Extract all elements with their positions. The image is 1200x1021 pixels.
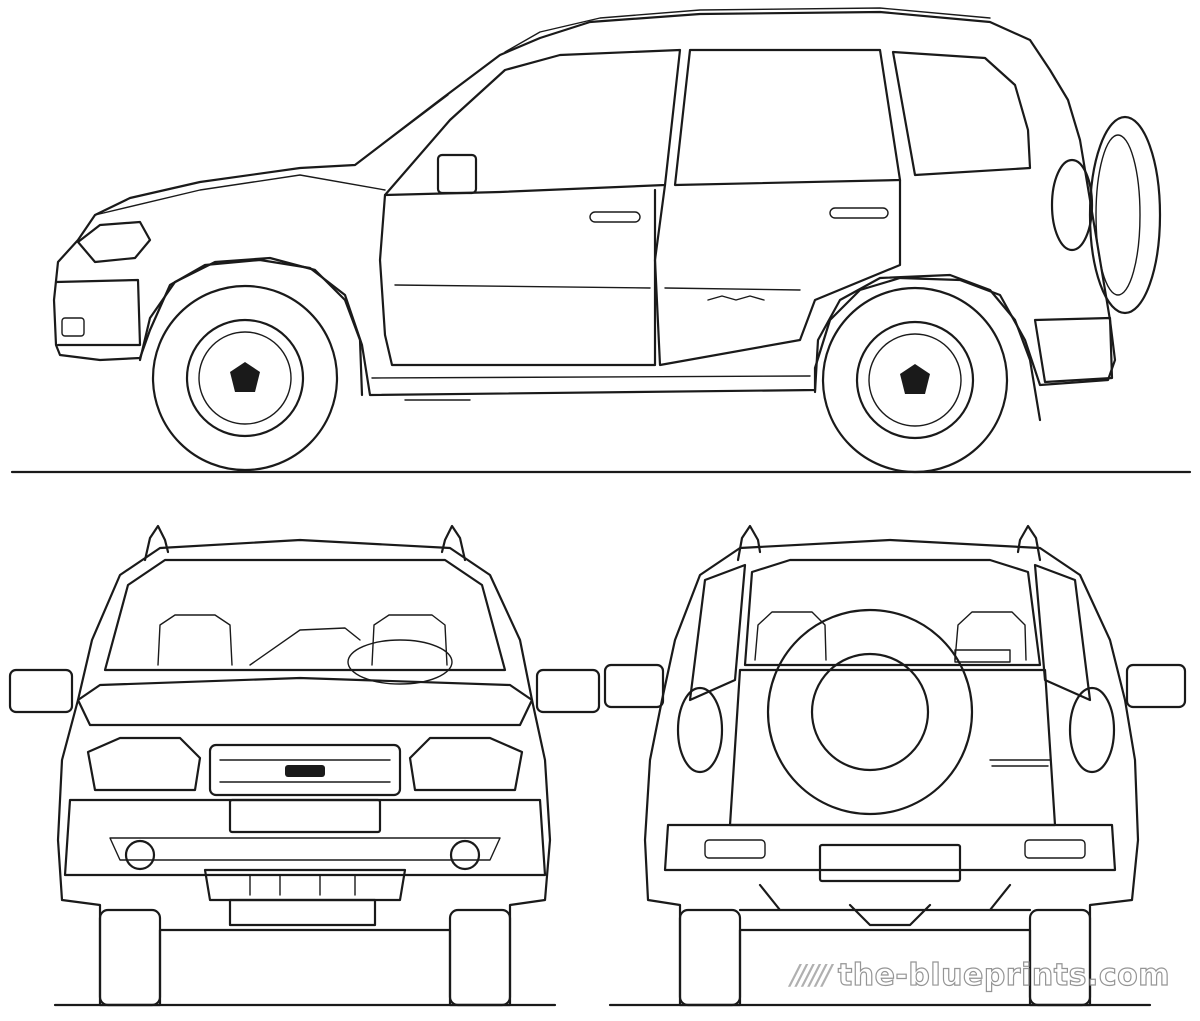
side-hood-line [94, 174, 386, 216]
rear-view [603, 524, 1187, 1007]
front-lower-grille [109, 837, 501, 861]
side-front-wheel [151, 284, 339, 472]
front-dashboard [249, 627, 361, 666]
side-quarter-window [891, 50, 1032, 177]
rear-reflector-right [1024, 839, 1086, 859]
rear-tail-light-right [1068, 686, 1116, 774]
side-roof-rail [504, 7, 991, 53]
front-fog-light-right [449, 839, 481, 871]
front-headlight-right [408, 736, 524, 792]
front-roof-rail-right [440, 524, 467, 562]
watermark-dashes: ////// [790, 958, 832, 991]
front-grille [208, 743, 402, 797]
rear-license-plate [818, 843, 962, 883]
side-rear-bumper [1033, 316, 1114, 384]
front-mirror-right [535, 668, 601, 714]
rear-reflector-left [704, 839, 766, 859]
side-rocker [371, 375, 811, 401]
watermark-text: the-blueprints.com [837, 957, 1170, 993]
side-fog-light [61, 317, 85, 337]
front-grille-slats [219, 759, 391, 783]
rear-roof-rail-right [1016, 524, 1042, 562]
side-front-wheel-arch [138, 256, 364, 397]
side-tail-light [1050, 158, 1094, 252]
front-tow-plate [228, 898, 377, 927]
side-spare-tire-inner [1095, 134, 1141, 296]
side-spare-tire [1088, 115, 1162, 315]
side-view [10, 7, 1192, 474]
front-windshield [103, 558, 507, 672]
side-rear-door [653, 178, 902, 367]
side-rear-wheel-arch [813, 273, 1042, 422]
rear-tail-light-left [676, 686, 724, 774]
rear-seat-right [954, 611, 1027, 661]
front-mirror-left [8, 668, 74, 714]
rear-mirror-right [1125, 663, 1187, 709]
front-seat-right [371, 614, 448, 666]
front-steering-wheel [347, 639, 453, 685]
rear-mirror-left [603, 663, 665, 709]
rear-tailgate [728, 668, 1057, 827]
rear-bumper [663, 823, 1117, 872]
rear-spare-tire [766, 608, 974, 816]
rear-spare-tire-hub [810, 652, 930, 772]
rear-body-outline [643, 538, 1140, 1007]
front-tire-right [448, 908, 512, 1007]
rear-axle [738, 883, 1032, 927]
front-roof-rail-left [143, 524, 170, 562]
side-front-door [378, 188, 657, 367]
side-rear-door-window [673, 48, 902, 187]
front-headlight-left [86, 736, 202, 792]
front-skid-plate [203, 868, 407, 902]
front-bumper [63, 798, 547, 877]
front-badge [285, 765, 325, 777]
front-skid-slots [249, 874, 356, 896]
rear-roof-rail-left [736, 524, 762, 562]
front-seat-left [157, 614, 233, 666]
front-license-plate [228, 798, 382, 834]
rear-window [743, 558, 1042, 667]
side-mirror [436, 153, 478, 195]
side-rear-door-handle [829, 207, 889, 219]
side-rear-wheel [821, 286, 1009, 474]
front-view [8, 524, 601, 1007]
side-body-outline [52, 10, 1117, 397]
side-molding [394, 284, 801, 291]
front-hood [76, 676, 534, 727]
front-fog-light-left [124, 839, 156, 871]
side-front-door-handle [589, 211, 641, 223]
rear-emblem [989, 759, 1051, 767]
rear-tire-left [678, 908, 742, 1007]
rear-side-glass-left [688, 563, 747, 702]
front-tire-left [98, 908, 162, 1007]
side-front-bumper [54, 278, 142, 347]
rear-seat-left [754, 611, 827, 661]
side-badge [707, 295, 765, 301]
side-headlight [76, 220, 152, 264]
rear-side-glass-right [1033, 563, 1092, 702]
rear-tire-right [1028, 908, 1092, 1007]
side-windshield-edge [354, 94, 449, 166]
rear-window-label [954, 649, 1011, 663]
side-front-window [383, 48, 682, 197]
